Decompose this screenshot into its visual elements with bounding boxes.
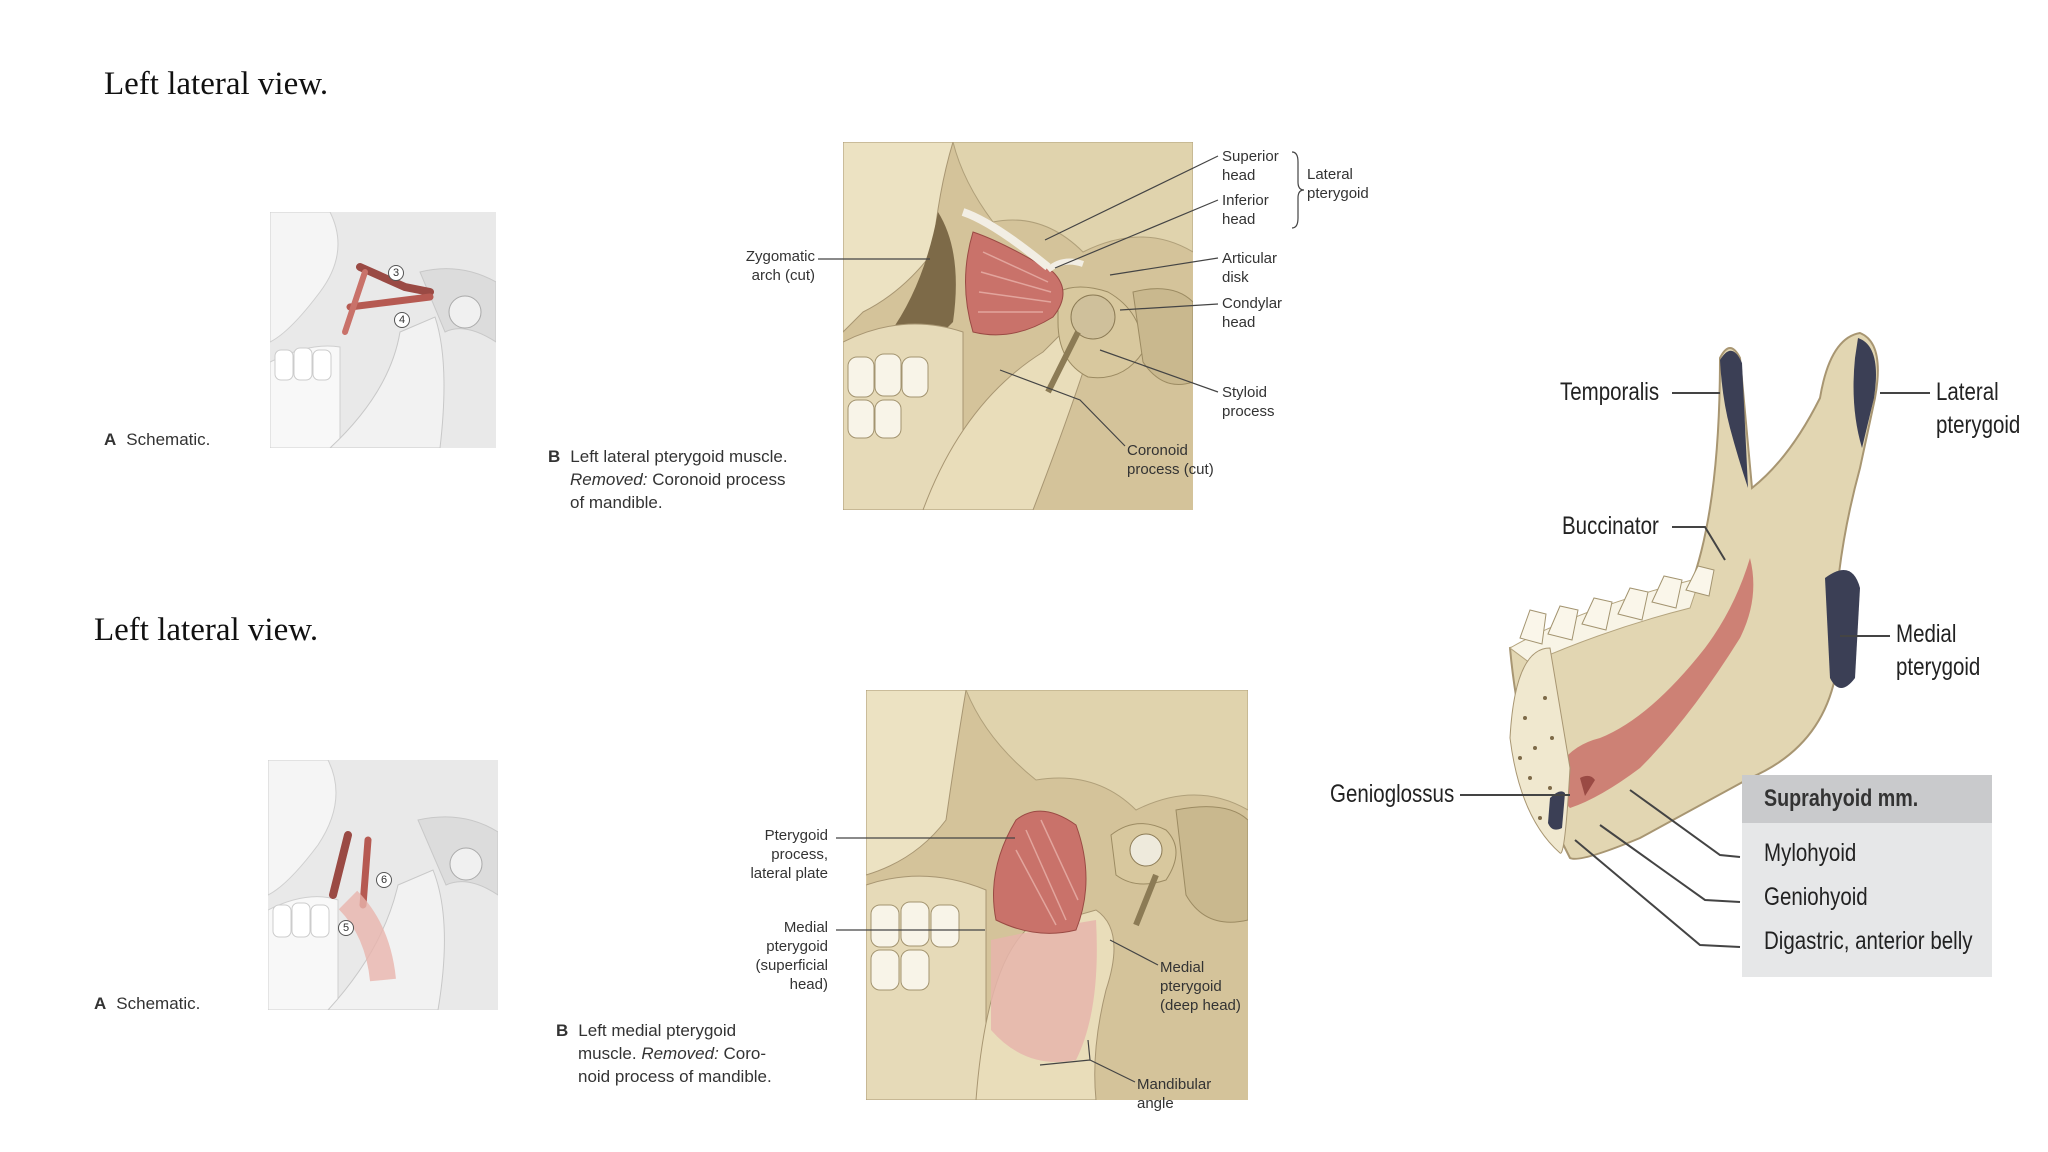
schematic-marker-3: 3 [388, 265, 404, 281]
legend-header: Suprahyoid mm. [1742, 775, 1992, 823]
top-heading: Left lateral view. [104, 66, 329, 102]
label-lateral-pterygoid-bracket: Lateral pterygoid [1307, 166, 1369, 202]
legend-item-digastric: Digastric, anterior belly [1764, 927, 1973, 955]
legend-item-geniohyoid: Geniohyoid [1764, 883, 1868, 911]
label-condylar-head: Condylar head [1222, 295, 1283, 331]
caption-text: Left lateral pterygoid muscle. [570, 447, 788, 466]
label-superior-head: Superior head [1222, 148, 1279, 184]
caption-text: Left medial pterygoid [578, 1021, 737, 1040]
bottom-schematic-figure: 5 6 [268, 760, 498, 1010]
label-pterygoid-process: Pterygoid process, lateral plate [750, 827, 828, 882]
suprahyoid-legend: Suprahyoid mm. Mylohyoid Geniohyoid Diga… [1742, 775, 1992, 977]
caption-line-1: B Left lateral pterygoid muscle. [548, 445, 818, 468]
caption-letter: A [94, 994, 107, 1013]
label-articular-disk: Articular disk [1222, 250, 1278, 286]
bottom-schematic-caption: A Schematic. [94, 992, 200, 1015]
legend-title: Suprahyoid mm. [1764, 785, 1919, 812]
caption-removed: Removed: [570, 470, 648, 489]
caption-text: Schematic. [116, 994, 201, 1013]
caption-text: Schematic. [126, 430, 211, 449]
caption-text: Coro- [723, 1044, 767, 1063]
mandible-medial-view-illustration [1490, 318, 1900, 868]
label-buccinator: Buccinator [1562, 512, 1659, 540]
top-photo-caption: B Left lateral pterygoid muscle. Removed:… [548, 445, 818, 514]
caption-letter: B [556, 1021, 569, 1040]
legend-item-mylohyoid: Mylohyoid [1764, 839, 1857, 867]
bottom-photo-caption: B Left medial pterygoid muscle. Removed: … [556, 1019, 846, 1088]
schematic-marker-5: 5 [338, 920, 354, 936]
bracket-lateral-pterygoid [1291, 151, 1305, 229]
bottom-heading: Left lateral view. [94, 612, 319, 648]
label-mandibular-angle: Mandibular angle [1137, 1076, 1212, 1112]
top-schematic-caption: A Schematic. [104, 428, 210, 451]
label-medial-pterygoid-deep: Medial pterygoid (deep head) [1160, 959, 1241, 1014]
caption-line-2: muscle. Removed: Coro- [556, 1042, 846, 1065]
label-medial-pterygoid-superficial: Medial pterygoid (superficial head) [755, 919, 828, 993]
caption-letter: A [104, 430, 117, 449]
caption-line-3: of mandible. [570, 493, 663, 512]
schematic-marker-4: 4 [394, 312, 410, 328]
schematic-marker-6: 6 [376, 872, 392, 888]
label-medial-pterygoid: Medial pterygoid [1896, 620, 1981, 681]
caption-line-1: B Left medial pterygoid [556, 1019, 846, 1042]
label-genioglossus: Genioglossus [1330, 780, 1455, 808]
caption-line-3: noid process of mandible. [578, 1067, 772, 1086]
label-coronoid-process: Coronoid process (cut) [1127, 442, 1214, 478]
label-lateral-pterygoid: Lateral pterygoid [1936, 378, 2021, 439]
top-schematic-figure: 3 4 [270, 212, 496, 448]
label-styloid-process: Styloid process [1222, 384, 1275, 420]
caption-text: Coronoid process [652, 470, 786, 489]
caption-line-2: Removed: Coronoid process [548, 468, 818, 491]
label-zygomatic-arch: Zygomatic arch (cut) [745, 248, 815, 284]
label-temporalis: Temporalis [1560, 378, 1660, 406]
medial-pterygoid-illustration [866, 690, 1248, 1100]
caption-letter: B [548, 447, 561, 466]
caption-text: muscle. [578, 1044, 637, 1063]
label-inferior-head: Inferior head [1222, 192, 1269, 228]
caption-removed: Removed: [641, 1044, 719, 1063]
